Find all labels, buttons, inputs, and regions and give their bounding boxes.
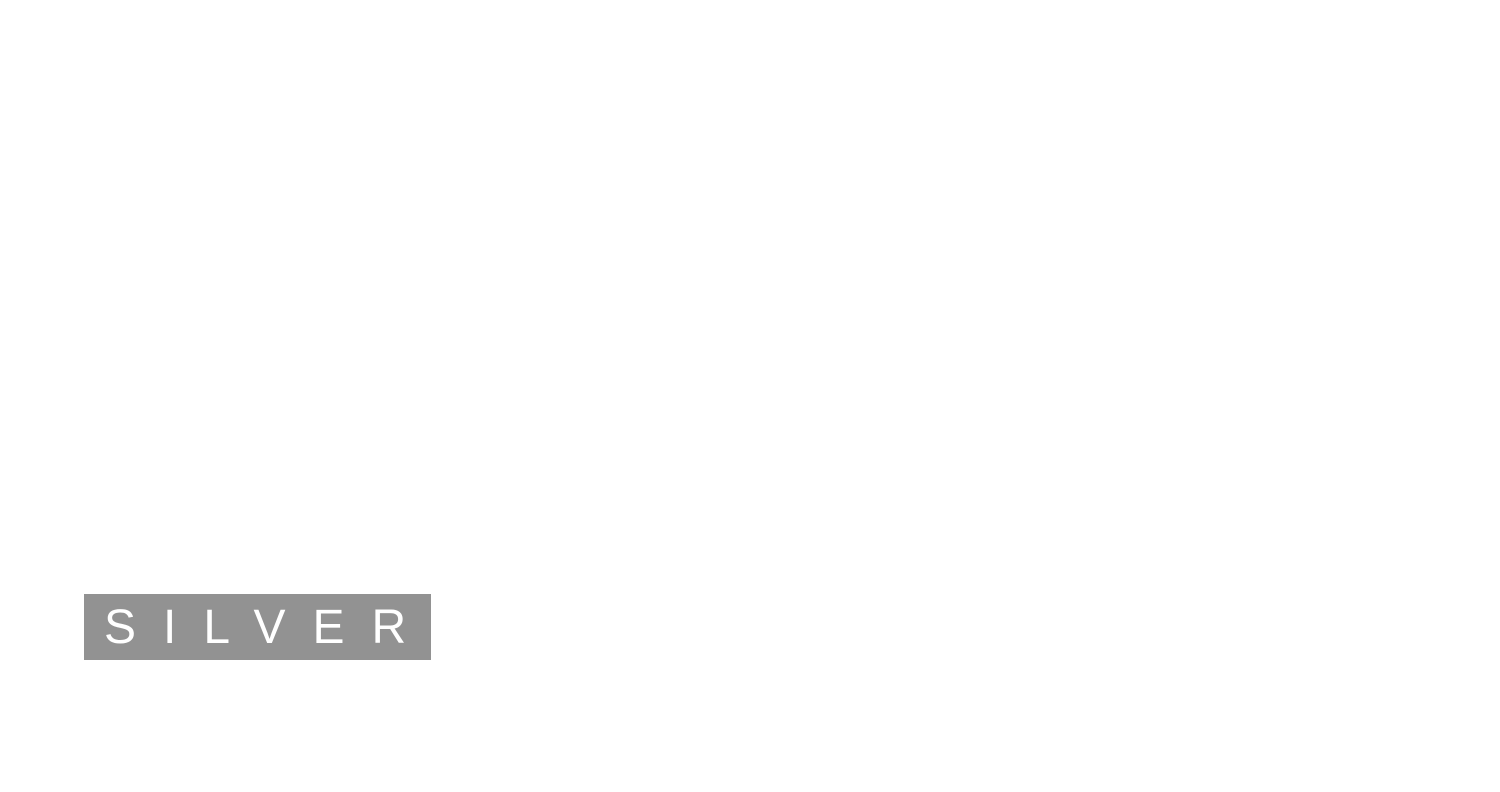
- silver-tier-badge: SILVER: [84, 594, 431, 660]
- badge-label: SILVER: [104, 601, 434, 654]
